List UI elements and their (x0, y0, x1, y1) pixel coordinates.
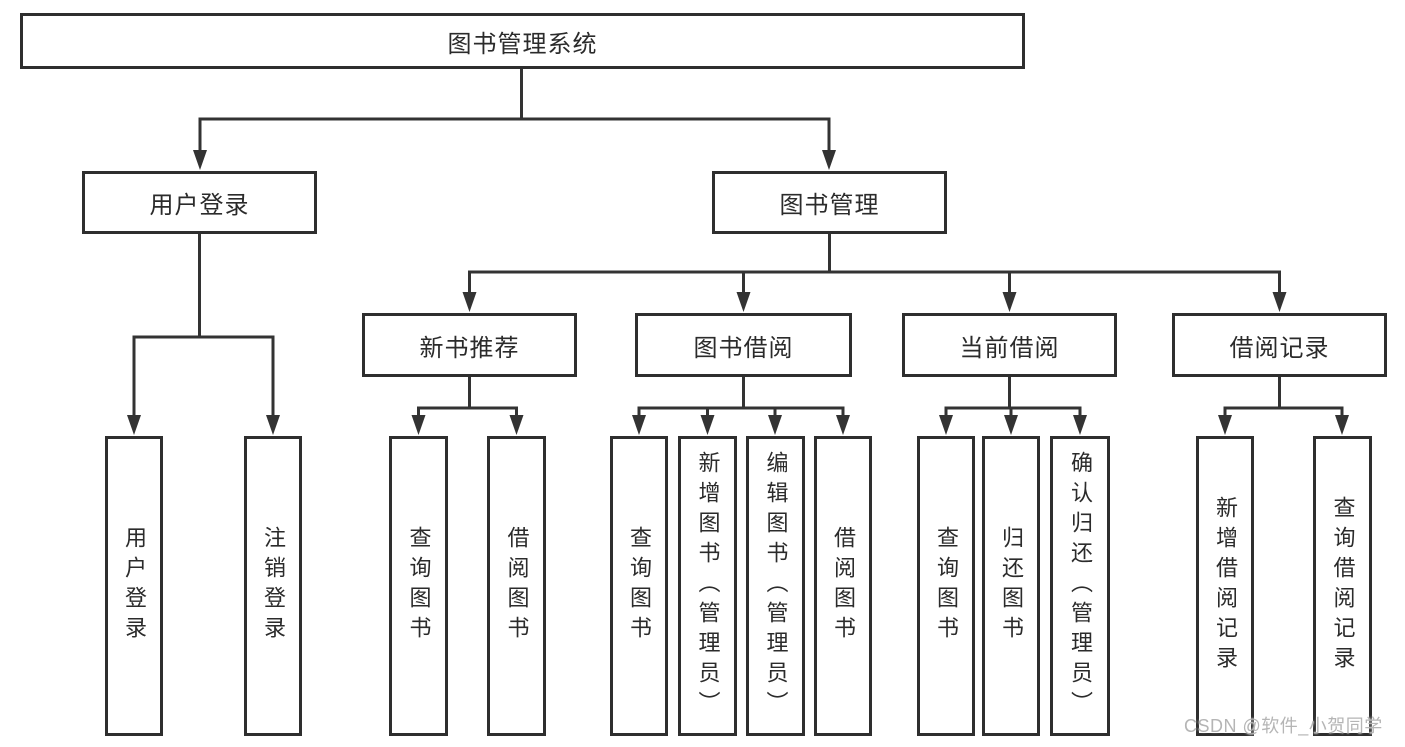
leaf-query-books-recommend-label: 查询图书 (406, 526, 432, 646)
leaf-user-login: 用户登录 (105, 436, 163, 736)
leaf-return-books: 归还图书 (982, 436, 1040, 736)
leaf-borrow-books: 借阅图书 (814, 436, 872, 736)
node-user-login-label: 用户登录 (149, 192, 250, 219)
node-book-management-label: 图书管理 (779, 192, 880, 219)
node-root: 图书管理系统 (20, 13, 1025, 69)
node-user-login: 用户登录 (82, 171, 317, 234)
node-root-label: 图书管理系统 (447, 30, 598, 58)
leaf-edit-books-admin-label: 编辑图书（管理员） (763, 451, 789, 721)
leaf-add-books-admin-label: 新增图书（管理员） (695, 451, 721, 721)
leaf-borrow-books-recommend-label: 借阅图书 (504, 526, 530, 646)
leaf-borrow-books-label: 借阅图书 (831, 526, 856, 646)
leaf-query-borrow-record: 查询借阅记录 (1313, 436, 1372, 736)
leaf-query-books-recommend: 查询图书 (389, 436, 448, 736)
leaf-add-borrow-record-label: 新增借阅记录 (1213, 496, 1238, 676)
node-new-book-recommend-label: 新书推荐 (419, 334, 520, 362)
leaf-query-books-current: 查询图书 (917, 436, 975, 736)
node-new-book-recommend: 新书推荐 (362, 313, 577, 377)
watermark: CSDN @软件_小贺同学 (1184, 716, 1383, 736)
leaf-query-borrow-record-label: 查询借阅记录 (1330, 496, 1356, 676)
leaf-borrow-books-recommend: 借阅图书 (487, 436, 546, 736)
leaf-confirm-return-admin-label: 确认归还（管理员） (1068, 451, 1093, 721)
leaf-query-books-borrow: 查询图书 (610, 436, 668, 736)
leaf-user-login-label: 用户登录 (122, 526, 147, 646)
leaf-query-books-borrow-label: 查询图书 (627, 526, 652, 646)
leaf-query-books-current-label: 查询图书 (934, 526, 959, 646)
leaf-return-books-label: 归还图书 (999, 526, 1024, 646)
node-current-borrow-label: 当前借阅 (959, 334, 1060, 362)
node-book-borrow: 图书借阅 (635, 313, 852, 377)
leaf-edit-books-admin: 编辑图书（管理员） (746, 436, 805, 736)
leaf-confirm-return-admin: 确认归还（管理员） (1050, 436, 1110, 736)
node-current-borrow: 当前借阅 (902, 313, 1117, 377)
node-borrow-records: 借阅记录 (1172, 313, 1387, 377)
leaf-add-borrow-record: 新增借阅记录 (1196, 436, 1254, 736)
node-book-borrow-label: 图书借阅 (693, 334, 794, 362)
leaf-logout-label: 注销登录 (261, 526, 286, 646)
node-borrow-records-label: 借阅记录 (1229, 334, 1330, 362)
leaf-logout: 注销登录 (244, 436, 302, 736)
leaf-add-books-admin: 新增图书（管理员） (678, 436, 737, 736)
node-book-management: 图书管理 (712, 171, 947, 234)
